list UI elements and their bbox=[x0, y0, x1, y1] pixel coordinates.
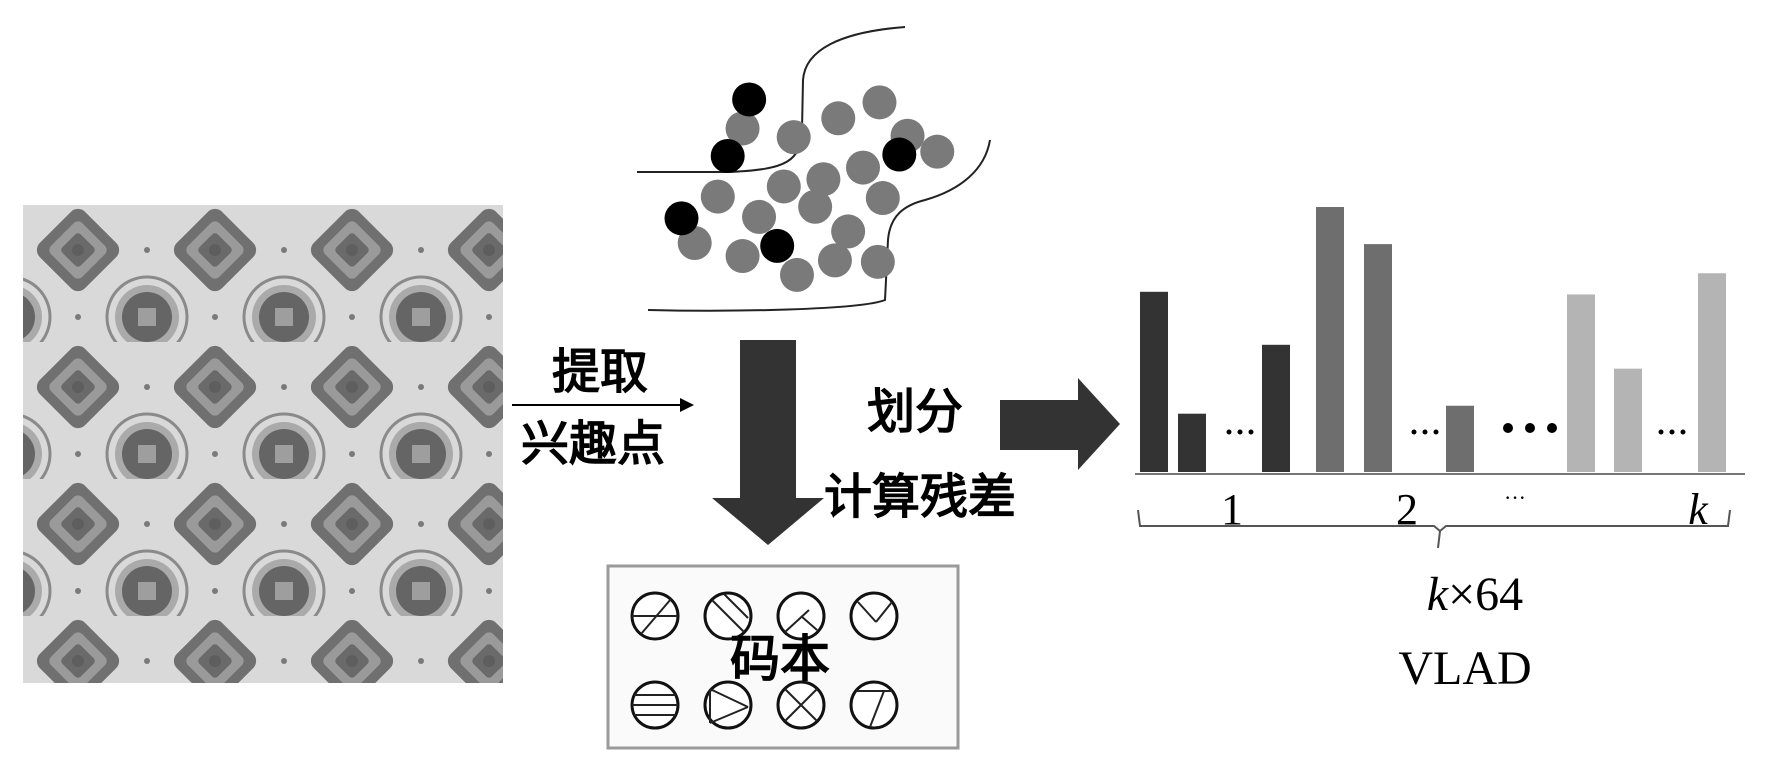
right-arrow bbox=[1000, 378, 1120, 470]
brace-tick bbox=[1437, 530, 1441, 549]
feature-point-gray bbox=[798, 189, 833, 224]
feature-point-gray bbox=[862, 85, 897, 120]
big-ellipsis-dot bbox=[1503, 423, 1513, 433]
feature-point-black bbox=[732, 82, 767, 117]
dimension-value: ×64 bbox=[1448, 568, 1523, 621]
vlad-label: VLAD bbox=[1398, 642, 1531, 695]
feature-point-gray bbox=[725, 111, 760, 146]
extract-label-line2: 兴趣点 bbox=[521, 416, 665, 472]
feature-point-black bbox=[664, 201, 699, 236]
feature-point-gray bbox=[831, 214, 866, 249]
small-ellipsis-dot bbox=[1237, 429, 1243, 435]
vlad-bars bbox=[1140, 207, 1726, 472]
group-label-1: 1 bbox=[1221, 485, 1243, 534]
feature-point-gray bbox=[817, 243, 852, 278]
assign-label-line2: 计算残差 bbox=[824, 469, 1016, 525]
extract-label-line1: 提取 bbox=[552, 344, 648, 400]
small-ellipsis-dot bbox=[1411, 429, 1417, 435]
codeword-3-icon bbox=[776, 591, 826, 641]
vlad-bar-group-2 bbox=[1316, 207, 1344, 472]
small-ellipsis-dot bbox=[1433, 429, 1439, 435]
feature-point-gray bbox=[846, 150, 880, 185]
big-ellipsis-dot bbox=[1547, 423, 1557, 433]
assign-label-line1: 划分 bbox=[867, 384, 963, 440]
codeword-7-icon bbox=[776, 680, 826, 730]
feature-point-black bbox=[760, 228, 795, 263]
feature-point-black bbox=[710, 139, 745, 173]
feature-point-black bbox=[882, 137, 917, 172]
feature-point-gray bbox=[806, 162, 841, 197]
vlad-bar-group-k bbox=[1698, 273, 1726, 472]
vlad-bar-group-1 bbox=[1178, 413, 1206, 472]
codeword-4-icon bbox=[849, 591, 899, 641]
codeword-2-icon bbox=[703, 591, 753, 641]
vlad-chart: 1 2 ··· k k×64 VLAD bbox=[1135, 207, 1745, 695]
codeword-8-icon bbox=[849, 680, 899, 730]
small-ellipsis-dot bbox=[1680, 429, 1686, 435]
codeword-5-icon bbox=[630, 680, 680, 730]
group-label-k: k bbox=[1688, 485, 1709, 534]
down-arrow bbox=[712, 340, 824, 545]
feature-point-gray bbox=[776, 120, 811, 155]
feature-point-gray bbox=[725, 239, 760, 274]
small-ellipsis-dot bbox=[1248, 429, 1254, 435]
feature-point-gray bbox=[766, 169, 801, 204]
assign-residual-step: 划分 计算残差 bbox=[824, 384, 1016, 525]
big-ellipsis-dot bbox=[1525, 423, 1535, 433]
feature-point-gray bbox=[780, 257, 814, 292]
feature-point-gray bbox=[865, 181, 900, 216]
small-ellipsis-dot bbox=[1669, 429, 1675, 435]
blob-lower-boundary bbox=[647, 139, 991, 312]
feature-point-gray bbox=[860, 244, 895, 279]
feature-points bbox=[664, 82, 955, 292]
vlad-bar-group-1 bbox=[1262, 344, 1290, 472]
vlad-bar-group-k bbox=[1614, 368, 1642, 472]
small-ellipsis-dot bbox=[1658, 429, 1664, 435]
codeword-1-icon bbox=[630, 591, 680, 641]
feature-point-gray bbox=[821, 101, 856, 136]
feature-point-gray bbox=[920, 134, 955, 169]
texture-image bbox=[23, 205, 503, 683]
feature-point-gray bbox=[700, 179, 735, 214]
vlad-bar-group-k bbox=[1567, 294, 1595, 472]
dimension-variable: k bbox=[1427, 568, 1450, 621]
extract-interest-points-step: 提取 兴趣点 bbox=[512, 344, 694, 472]
small-ellipsis-dot bbox=[1422, 429, 1428, 435]
feature-point-gray bbox=[742, 199, 777, 234]
vlad-bar-group-2 bbox=[1446, 405, 1474, 472]
feature-space-blob bbox=[637, 26, 991, 312]
codebook-label: 码本 bbox=[730, 630, 830, 688]
codebook: 码本 bbox=[606, 564, 960, 750]
codeword-6-icon bbox=[703, 680, 753, 730]
blob-upper-boundary bbox=[637, 26, 906, 173]
extract-arrow-head bbox=[680, 398, 694, 412]
vlad-bar-group-1 bbox=[1140, 291, 1168, 472]
group-label-ellipsis: ··· bbox=[1504, 485, 1526, 510]
group-label-2: 2 bbox=[1396, 485, 1418, 534]
vlad-bar-group-2 bbox=[1364, 244, 1392, 472]
codewords bbox=[630, 591, 899, 730]
small-ellipsis-dot bbox=[1226, 429, 1232, 435]
dimension-label: k×64 bbox=[1427, 568, 1523, 621]
